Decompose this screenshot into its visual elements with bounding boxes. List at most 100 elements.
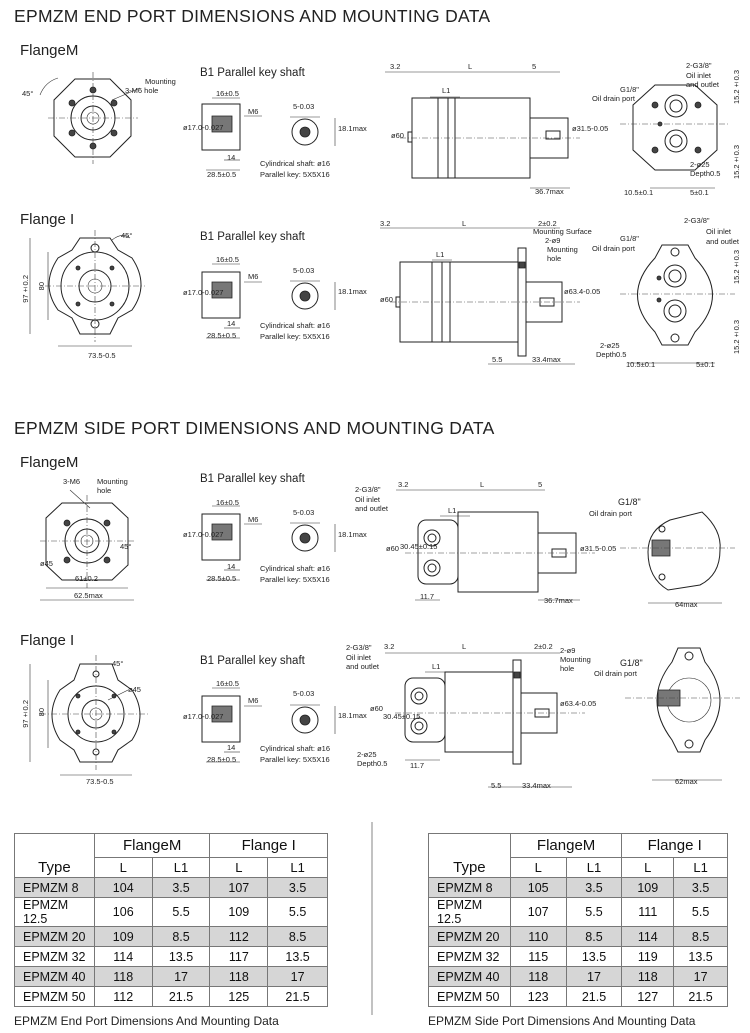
value-cell: 118 bbox=[621, 966, 675, 987]
len14: 14 bbox=[227, 562, 236, 571]
drain: Oil drain port bbox=[592, 244, 635, 253]
L: L bbox=[462, 642, 467, 651]
value-cell: 8.5 bbox=[565, 926, 623, 947]
value-cell: 5.5 bbox=[565, 897, 623, 927]
value-cell: 8.5 bbox=[673, 926, 728, 947]
key-h: 18.1max bbox=[338, 124, 367, 133]
m6: M6 bbox=[248, 696, 259, 705]
mh2: hole bbox=[560, 664, 575, 673]
type-cell: EPMZM 40 bbox=[428, 966, 511, 987]
mounting-hole-label: Mounting bbox=[145, 77, 176, 86]
d2: 2±0.2 bbox=[538, 219, 557, 228]
L1: L1 bbox=[432, 662, 441, 671]
outlet: and outlet bbox=[686, 80, 719, 89]
type-cell: EPMZM 8 bbox=[14, 877, 95, 898]
type-cell: EPMZM 12.5 bbox=[428, 897, 511, 927]
value-cell: 13.5 bbox=[267, 946, 328, 967]
m6: M6 bbox=[248, 272, 259, 281]
d55: 5.5 bbox=[491, 781, 502, 790]
key-w: 5-0.03 bbox=[293, 266, 315, 275]
header-l: L bbox=[93, 857, 153, 878]
shaft-dia: ø17.0-0.027 bbox=[183, 123, 224, 132]
drain: Oil drain port bbox=[589, 509, 632, 518]
len14: 14 bbox=[227, 153, 236, 162]
key-h: 18.1max bbox=[338, 530, 367, 539]
value-cell: 17 bbox=[673, 966, 728, 987]
g18: G1/8" bbox=[620, 85, 639, 94]
value-cell: 115 bbox=[509, 946, 567, 967]
value-cell: 3.5 bbox=[151, 877, 211, 898]
len28: 28.5±0.5 bbox=[207, 170, 237, 179]
type-cell: EPMZM 20 bbox=[14, 926, 95, 947]
end-flange-m-label: FlangeM bbox=[20, 42, 79, 59]
header-l: L bbox=[509, 857, 567, 878]
side-flange-i-label: Flange I bbox=[20, 632, 75, 649]
value-cell: 112 bbox=[93, 986, 153, 1007]
g18: G1/8" bbox=[620, 234, 639, 243]
value-cell: 114 bbox=[93, 946, 153, 967]
angle: 45° bbox=[120, 542, 132, 551]
header-l: L bbox=[621, 857, 675, 878]
len14: 14 bbox=[227, 743, 236, 752]
d9: 2-ø9 bbox=[560, 646, 576, 655]
m6: M6 bbox=[248, 515, 259, 524]
d45: ø45 bbox=[40, 559, 53, 568]
inlet: Oil inlet bbox=[355, 495, 381, 504]
outlet: and outlet bbox=[355, 504, 388, 513]
d73: 73.5-0.5 bbox=[88, 351, 116, 360]
value-cell: 21.5 bbox=[151, 986, 211, 1007]
value-cell: 109 bbox=[209, 897, 269, 927]
outlet: and outlet bbox=[706, 237, 739, 246]
value-cell: 127 bbox=[621, 986, 675, 1007]
value-cell: 105 bbox=[509, 877, 567, 898]
d16: 16±0.5 bbox=[216, 255, 239, 264]
angle: 45° bbox=[112, 659, 124, 668]
mh1: Mounting bbox=[560, 655, 591, 664]
d334: 33.4max bbox=[532, 355, 561, 364]
m6: 3-M6 bbox=[63, 477, 81, 486]
value-cell: 112 bbox=[209, 926, 269, 947]
cyl-shaft: Cylindrical shaft: ø16 bbox=[260, 744, 331, 753]
value-cell: 107 bbox=[209, 877, 269, 898]
value-cell: 3.5 bbox=[565, 877, 623, 898]
value-cell: 21.5 bbox=[267, 986, 328, 1007]
d105: 10.5±0.1 bbox=[624, 188, 654, 197]
value-cell: 21.5 bbox=[565, 986, 623, 1007]
d5: 5±0.1 bbox=[690, 188, 709, 197]
group-flange-m: FlangeM bbox=[509, 833, 623, 858]
inlet: Oil inlet bbox=[686, 71, 712, 80]
type-cell: EPMZM 20 bbox=[428, 926, 511, 947]
L: L bbox=[462, 219, 467, 228]
d625: 62.5max bbox=[74, 591, 103, 600]
value-cell: 17 bbox=[151, 966, 211, 987]
key-h: 18.1max bbox=[338, 287, 367, 296]
value-cell: 119 bbox=[621, 946, 675, 967]
value-cell: 125 bbox=[209, 986, 269, 1007]
d315: ø31.5-0.05 bbox=[580, 544, 617, 553]
value-cell: 3.5 bbox=[267, 877, 328, 898]
angle: 45° bbox=[121, 231, 133, 240]
d2: 2±0.2 bbox=[534, 642, 553, 651]
len28: 28.5±0.5 bbox=[207, 574, 237, 583]
mounting-hole-spec: 3-M6 hole bbox=[125, 86, 159, 95]
drain: Oil drain port bbox=[594, 669, 637, 678]
parallel-key: Parallel key: 5X5X16 bbox=[260, 332, 330, 341]
shaft-title: B1 Parallel key shaft bbox=[200, 231, 305, 243]
L: L bbox=[480, 480, 485, 489]
d315: ø31.5-0.05 bbox=[572, 124, 609, 133]
d45: ø45 bbox=[128, 685, 141, 694]
d117: 11.7 bbox=[410, 761, 425, 770]
d5: 5±0.1 bbox=[696, 360, 715, 369]
parallel-key: Parallel key: 5X5X16 bbox=[260, 575, 330, 584]
value-cell: 17 bbox=[267, 966, 328, 987]
d55: 5.5 bbox=[492, 355, 503, 364]
side-port-table-caption: EPMZM Side Port Dimensions And Mounting … bbox=[428, 1014, 696, 1028]
d5: 5 bbox=[538, 480, 543, 489]
drain: Oil drain port bbox=[592, 94, 635, 103]
